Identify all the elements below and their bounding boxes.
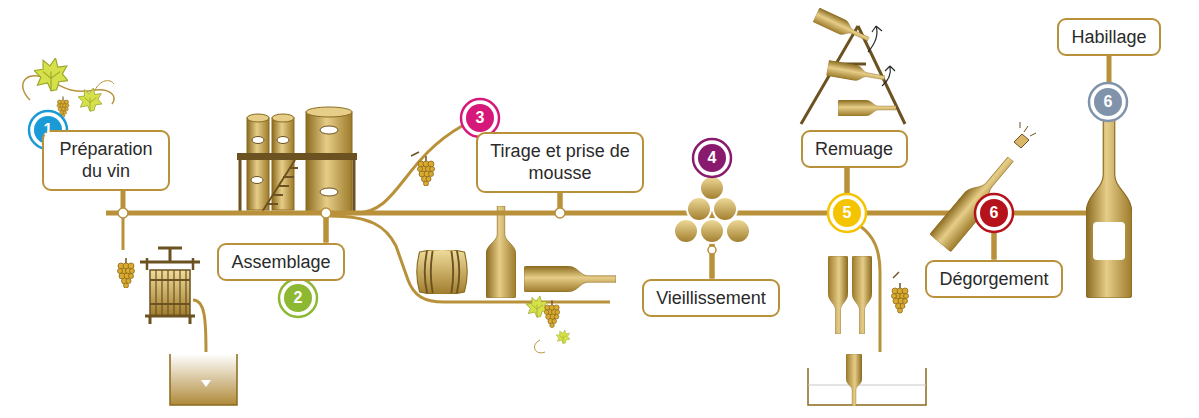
barrel-pile	[674, 176, 750, 243]
riddling-rack	[801, 7, 905, 124]
step-label: Tirage et prise de mousse	[490, 140, 630, 185]
process-connector	[326, 193, 560, 243]
step-box: Tirage et prise de mousse	[476, 132, 644, 193]
process-connector	[712, 168, 847, 279]
step-label: Assemblage	[231, 251, 331, 274]
vat	[170, 354, 237, 405]
callout-number: 6	[982, 202, 1006, 224]
step-box: Dégorgement	[925, 260, 1063, 299]
callout-number: 1	[36, 119, 60, 141]
step-label: Dégorgement	[939, 268, 1049, 291]
step-box: Remuage	[801, 130, 908, 169]
step-box: Assemblage	[217, 243, 345, 282]
step-box: Préparation du vin	[42, 130, 170, 191]
callout-number: 3	[468, 107, 492, 129]
step-box: Habillage	[1057, 18, 1161, 57]
callout-number: 2	[286, 287, 310, 309]
callout-circles	[29, 83, 1127, 317]
callout-number: 5	[835, 202, 859, 224]
step-label: Vieillissement	[656, 287, 766, 310]
wine-press	[140, 248, 200, 324]
step-label: Préparation du vin	[56, 138, 156, 183]
callout-number: 4	[700, 147, 724, 169]
process-connector	[123, 191, 326, 243]
step-label: Remuage	[815, 138, 894, 161]
process-connector	[560, 193, 712, 279]
callout-number: 6	[1096, 91, 1120, 113]
step-label: Habillage	[1071, 26, 1147, 49]
blending-tanks	[237, 107, 357, 212]
step-box: Vieillissement	[642, 279, 780, 318]
